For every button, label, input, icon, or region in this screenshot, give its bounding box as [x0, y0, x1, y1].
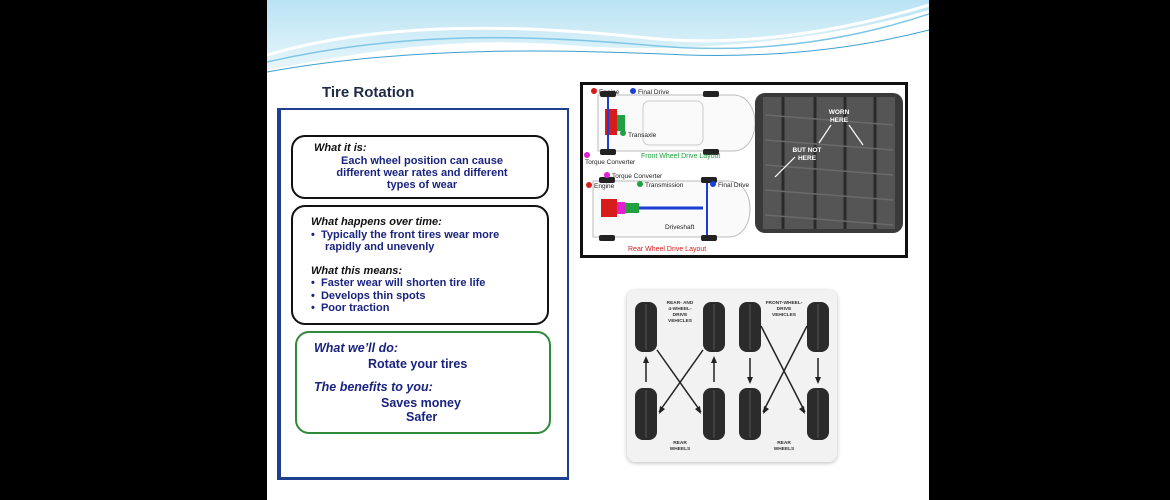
rwd-caption: Rear Wheel Drive Layout — [628, 246, 706, 253]
final-drive-dot — [630, 88, 636, 94]
fwd-caption: Front Wheel Drive Layout — [641, 153, 720, 160]
arrow-icon — [848, 124, 864, 146]
drivetrain-diagram: Engine Final Drive Transaxle Torque Conv… — [584, 88, 903, 253]
transmission-dot — [637, 181, 643, 187]
rwd-label: Driveshaft — [665, 224, 694, 231]
rotation-label: REAR — [777, 440, 791, 446]
arrow-icon — [818, 124, 832, 144]
engine-dot — [591, 88, 597, 94]
fwd-label: Engine — [599, 89, 620, 96]
content-frame — [277, 108, 569, 480]
rotation-diagram: REAR- AND 4-WHEEL- DRIVE VEHICLES FRONT-… — [635, 300, 829, 452]
arrow-icon — [774, 156, 796, 178]
rotation-label: DRIVE — [777, 306, 792, 312]
drivetrain-wear-image: Engine Final Drive Transaxle Torque Conv… — [580, 82, 908, 258]
rotation-label: VEHICLES — [668, 318, 693, 324]
bullet-text: Faster wear will shorten tire life — [320, 277, 486, 289]
rotation-pattern-image: REAR- AND 4-WHEEL- DRIVE VEHICLES FRONT-… — [627, 290, 837, 462]
tire-icons — [635, 302, 829, 440]
slide: Tire Rotation What it is: Each wheel pos… — [267, 0, 929, 500]
bullet-item: • Faster wear will shorten tire life — [311, 277, 486, 289]
wear-label: HERE — [830, 117, 849, 124]
rwd-label: Transmission — [645, 182, 684, 189]
rotation-label: REAR- AND — [667, 300, 694, 306]
arrowhead-icons — [643, 356, 821, 414]
rotation-label: VEHICLES — [772, 312, 797, 318]
engine-dot — [586, 182, 592, 188]
what-we-do-value: Rotate your tires — [368, 357, 468, 371]
page-title: Tire Rotation — [322, 84, 415, 101]
what-this-means-heading: What this means: — [311, 265, 403, 277]
rotation-label: REAR — [673, 440, 687, 446]
benefit-item: Safer — [406, 410, 438, 424]
what-happens-box — [291, 205, 549, 325]
what-it-is-text: Each wheel position can cause different … — [307, 155, 537, 191]
what-happens-heading: What happens over time: — [311, 216, 442, 228]
what-it-is-heading: What it is: — [314, 142, 367, 154]
rwd-label: Engine — [594, 183, 615, 190]
fwd-label: Final Drive — [638, 89, 669, 96]
bullet-text: Poor traction — [320, 302, 390, 314]
rotation-label: DRIVE — [673, 312, 688, 318]
wear-label: WORN — [829, 109, 850, 116]
benefits-heading: The benefits to you: — [314, 380, 433, 394]
header-wave-decoration — [267, 0, 929, 80]
tire-tread-photo — [755, 93, 903, 233]
rotation-label: FRONT-WHEEL- — [766, 300, 803, 306]
what-we-do-box — [295, 331, 551, 434]
bullet-item: • Develops thin spots — [311, 290, 426, 302]
bullet-item: • Poor traction — [311, 302, 390, 314]
what-it-is-box — [291, 135, 549, 199]
rotation-arrows — [645, 325, 819, 413]
bullet-continuation: rapidly and unevenly — [325, 241, 435, 253]
torque-converter-dot — [604, 172, 610, 178]
what-it-is-line: Each wheel position can cause — [341, 155, 503, 167]
torque-converter-dot — [584, 152, 590, 158]
bullet-item: • Typically the front tires wear more — [311, 229, 500, 241]
rwd-label: Final Drive — [718, 182, 749, 189]
transaxle-dot — [620, 130, 626, 136]
rwd-label: Torque Converter — [612, 173, 663, 180]
fwd-label: Torque Converter — [585, 159, 636, 166]
what-it-is-line: types of wear — [386, 179, 458, 191]
rotation-label: WHEELS — [670, 446, 691, 452]
tread-lines — [645, 304, 819, 438]
what-it-is-line: different wear rates and different — [336, 167, 508, 179]
what-we-do-heading: What we’ll do: — [314, 341, 399, 355]
fwd-label: Transaxle — [628, 132, 657, 139]
benefit-item: Saves money — [381, 396, 461, 410]
rotation-label: WHEELS — [774, 446, 795, 452]
final-drive-dot — [710, 181, 716, 187]
bullet-text: Typically the front tires wear more — [320, 229, 500, 241]
bullet-text: Develops thin spots — [320, 290, 426, 302]
fwd-car-outline — [597, 91, 756, 155]
rotation-label: 4-WHEEL- — [668, 306, 692, 312]
wear-label: BUT NOT — [793, 147, 822, 154]
wear-label: HERE — [798, 155, 817, 162]
